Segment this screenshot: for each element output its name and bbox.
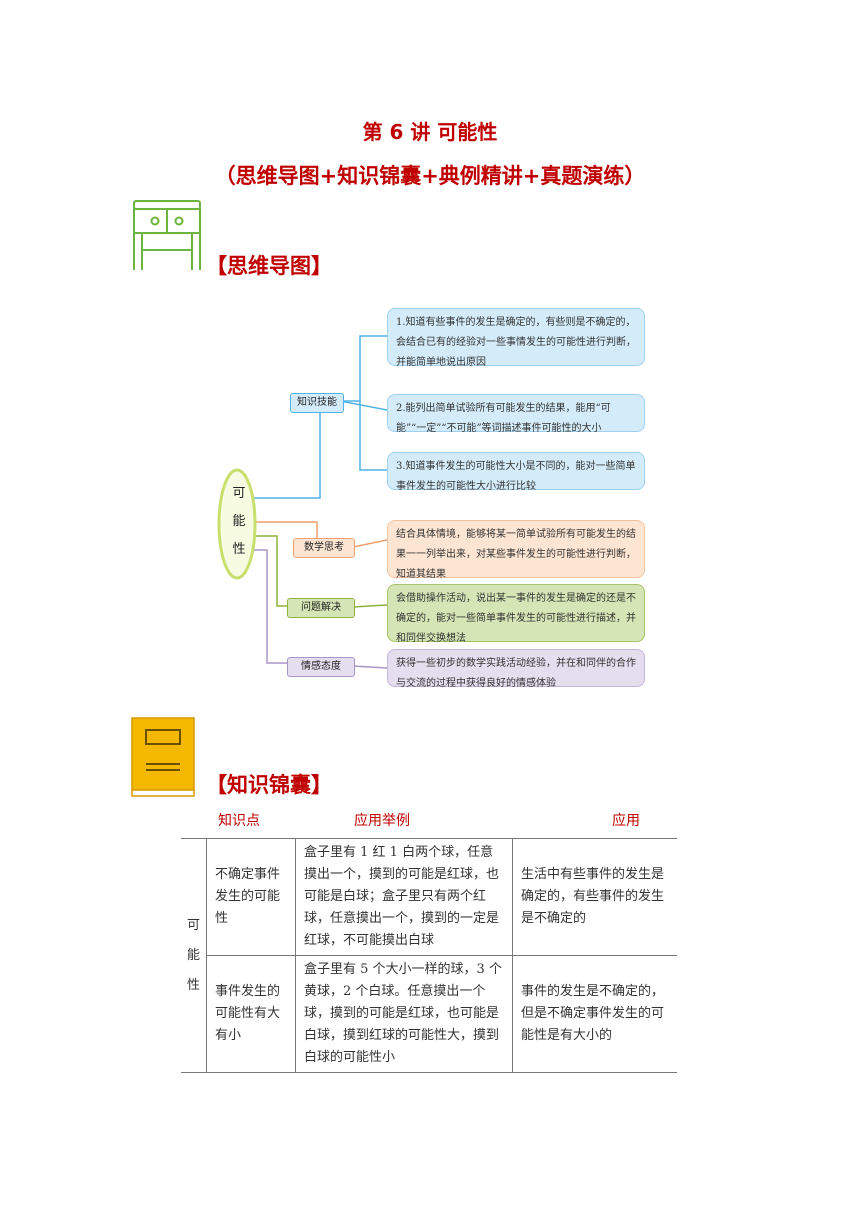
page-subtitle: （思维导图+知识锦囊+典例精讲+真题演练）	[214, 164, 646, 188]
table-cell-point: 不确定事件发生的可能性	[206, 838, 297, 956]
book-icon	[131, 717, 195, 797]
table-cell-example: 盒子里有 1 红 1 白两个球，任意摸出一个，摸到的可能是红球，也可能是白球；盒…	[295, 838, 514, 956]
branch-problem-solving: 问题解决	[287, 598, 355, 618]
mindmap-section-title: 【思维导图】	[206, 254, 332, 278]
branch-emotion-attitude: 情感态度	[287, 657, 355, 677]
mindmap-box-2: 2.能列出简单试验所有可能发生的结果，能用“可能”“一定”“不可能”等词描述事件…	[387, 394, 645, 434]
mindmap-box-5: 会借助操作活动，说出某一事件的发生是确定的还是不确定的，能对一些简单事件发生的可…	[387, 584, 645, 644]
table-cell-point: 事件发生的可能性有大有小	[206, 955, 297, 1073]
table-cell-example: 盒子里有 5 个大小一样的球，3 个黄球，2 个白球。任意摸出一个球，摸到的可能…	[295, 955, 514, 1073]
knowledge-table: 可能性 不确定事件发生的可能性 盒子里有 1 红 1 白两个球，任意摸出一个，摸…	[181, 838, 677, 1073]
mindmap-box-3: 3.知道事件发生的可能性大小是不同的，能对一些简单事件发生的可能性大小进行比较	[387, 452, 645, 492]
column-header-point: 知识点	[218, 813, 260, 829]
table-row: 可能性 不确定事件发生的可能性 盒子里有 1 红 1 白两个球，任意摸出一个，摸…	[181, 838, 677, 1073]
table-cell-application: 生活中有些事件的发生是确定的，有些事件的发生是不确定的	[512, 838, 677, 956]
desk-icon	[133, 200, 201, 270]
knowledge-section-title: 【知识锦囊】	[206, 773, 332, 797]
mind-map: 可能性 知识技能 数学思考 问题解决 情感态度 1.知道有些事件的发生是确定的，…	[215, 300, 655, 695]
column-header-example: 应用举例	[354, 813, 410, 829]
table-cell-application: 事件的发生是不确定的，但是不确定事件发生的可能性是有大小的	[512, 955, 677, 1073]
mindmap-box-1: 1.知道有些事件的发生是确定的，有些则是不确定的，会结合已有的经验对一些事情发生…	[387, 308, 645, 368]
mindmap-box-6: 获得一些初步的数学实践活动经验，并在和同伴的合作与交流的过程中获得良好的情感体验	[387, 649, 645, 689]
table-category: 可能性	[181, 838, 208, 1073]
mindmap-box-4: 结合具体情境，能够将某一简单试验所有可能发生的结果一一列举出来，对某些事件发生的…	[387, 520, 645, 580]
mind-map-connectors	[217, 335, 388, 669]
table-row: 事件发生的可能性有大有小 盒子里有 5 个大小一样的球，3 个黄球，2 个白球。…	[181, 955, 677, 1073]
page-title: 第 6 讲 可能性	[362, 120, 498, 144]
column-header-application: 应用	[612, 813, 640, 829]
mindmap-root: 可能性	[232, 486, 246, 557]
branch-knowledge-skills: 知识技能	[290, 393, 344, 413]
branch-math-thinking: 数学思考	[293, 538, 355, 558]
